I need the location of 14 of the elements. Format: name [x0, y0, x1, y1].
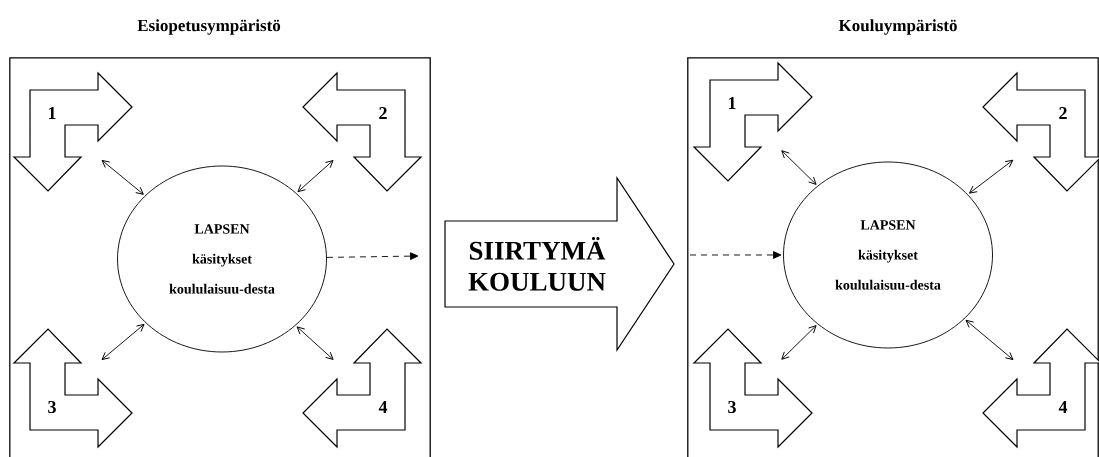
double-arrow — [297, 160, 334, 193]
node-label: 4 — [1058, 401, 1068, 413]
double-arrow — [101, 159, 144, 195]
dashed-arrow — [689, 251, 782, 259]
double-arrow — [101, 323, 145, 361]
double-arrow — [969, 159, 1014, 194]
node-label: 2 — [1059, 107, 1067, 119]
dashed-arrow — [326, 252, 419, 260]
double-arrow — [781, 325, 817, 360]
panel-heading: Esiopetusympäristö — [137, 19, 281, 35]
double-arrow — [781, 150, 817, 185]
panel-heading: Kouluympäristö — [838, 19, 957, 35]
double-arrow — [965, 319, 1014, 361]
double-arrow — [296, 326, 334, 360]
